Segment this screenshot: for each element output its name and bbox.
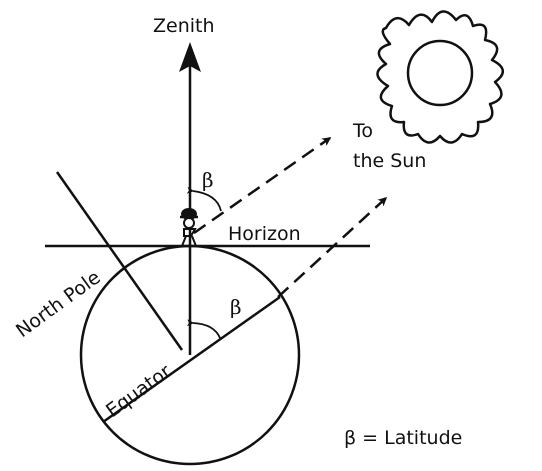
zenith-label: Zenith <box>153 15 215 37</box>
to-the-sun-label-line2: the Sun <box>353 150 426 172</box>
beta-upper-label: β <box>202 168 214 192</box>
sun-ray-lower <box>278 198 386 297</box>
beta-arc-lower <box>193 323 220 338</box>
to-the-sun-label-line1: To <box>352 120 373 142</box>
equator-label: Equator <box>102 360 175 422</box>
beta-lower-label: β <box>230 295 242 319</box>
north-pole-label: North Pole <box>12 266 105 342</box>
sun-icon <box>377 11 502 142</box>
beta-arc-upper <box>193 191 221 211</box>
north-pole-axis <box>57 172 182 350</box>
latitude-legend: β = Latitude <box>344 427 462 449</box>
sun-ray-upper <box>194 138 330 233</box>
horizon-label: Horizon <box>228 223 301 245</box>
